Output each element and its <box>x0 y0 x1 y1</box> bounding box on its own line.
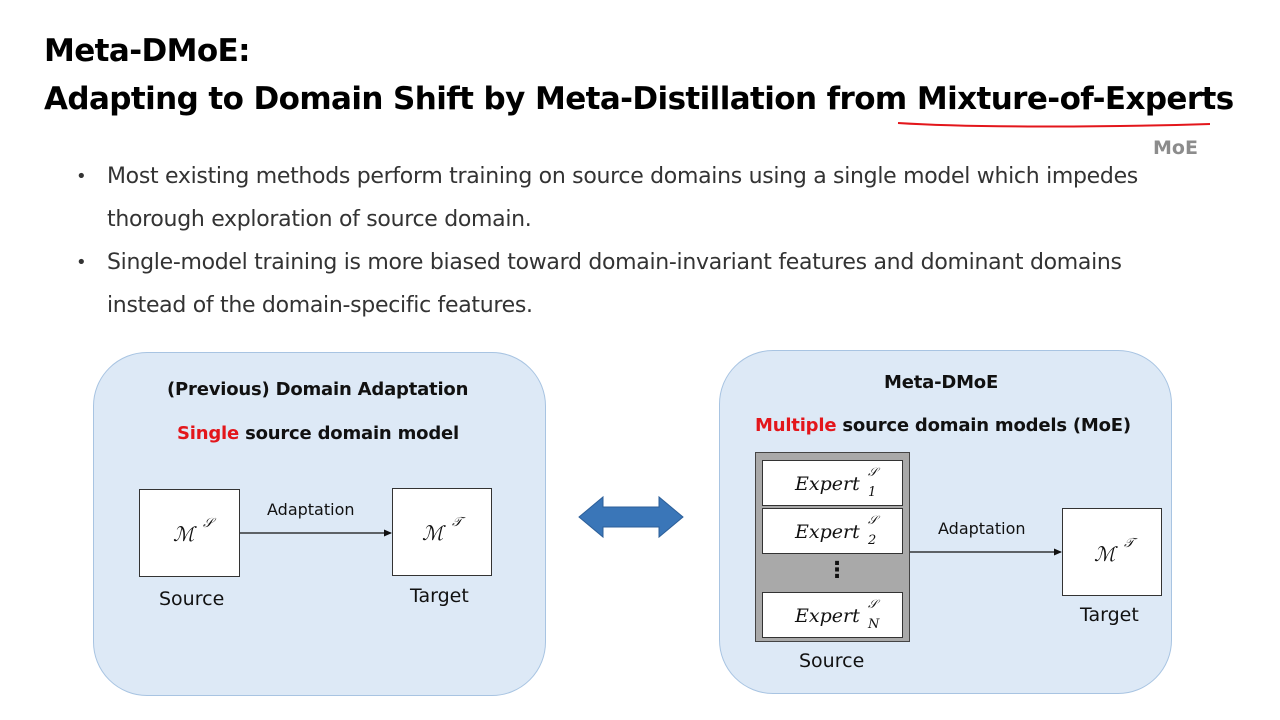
left-source-label: Source <box>159 588 225 610</box>
experts-ellipsis: ⋮ <box>826 558 848 583</box>
bullet-text: Single-model training is more biased tow… <box>107 250 1122 318</box>
expert-box: Expert 𝒮 N <box>762 592 903 638</box>
meta-target-model-box: ℳ 𝒯 <box>1062 508 1162 596</box>
left-panel-heading: (Previous) Domain Adaptation <box>167 379 469 400</box>
expert-superscript: 𝒮 <box>868 513 878 527</box>
left-adaptation-label: Adaptation <box>267 500 355 519</box>
right-adaptation-label: Adaptation <box>938 519 1026 538</box>
target-model-box: ℳ 𝒯 <box>392 488 492 576</box>
expert-superscript: 𝒮 <box>868 597 878 611</box>
multiple-keyword: Multiple <box>755 415 837 436</box>
target-model-superscript: 𝒯 <box>452 515 462 530</box>
bullet-item: • Single-model training is more biased t… <box>76 241 1196 327</box>
bullet-item: • Most existing methods perform training… <box>76 155 1196 241</box>
expert-subscript: N <box>868 617 880 632</box>
title-line-2: Adapting to Domain Shift by Meta-Distill… <box>44 81 1234 117</box>
expert-subscript: 2 <box>868 533 877 548</box>
expert-name: Expert <box>795 473 860 495</box>
source-model-symbol: ℳ <box>173 522 195 546</box>
target-model-symbol: ℳ <box>422 521 444 545</box>
expert-box: Expert 𝒮 1 <box>762 460 903 506</box>
source-model-superscript: 𝒮 <box>203 516 214 531</box>
left-subheading-rest: source domain model <box>239 423 459 444</box>
expert-name: Expert <box>795 521 860 543</box>
expert-superscript: 𝒮 <box>868 465 878 479</box>
left-target-label: Target <box>410 585 469 607</box>
right-panel-subheading: Multiple source domain models (MoE) <box>755 415 1131 436</box>
right-target-label: Target <box>1080 604 1139 626</box>
right-panel-heading: Meta-DMoE <box>884 372 999 393</box>
meta-target-model-superscript: 𝒯 <box>1124 536 1134 551</box>
title-highlight: Mixture-of-Experts <box>916 81 1234 117</box>
expert-box: Expert 𝒮 2 <box>762 508 903 554</box>
title-prefix: Adapting to Domain Shift by Meta-Distill… <box>44 81 917 117</box>
right-source-label: Source <box>799 650 865 672</box>
bullet-dot: • <box>76 166 87 187</box>
meta-target-model-symbol: ℳ <box>1094 542 1116 566</box>
bullet-text: Most existing methods perform training o… <box>107 164 1138 232</box>
source-model-box: ℳ 𝒮 <box>139 489 240 577</box>
right-subheading-rest: source domain models (MoE) <box>836 415 1131 436</box>
title-line-1: Meta-DMoE: <box>44 33 251 69</box>
bullet-list: • Most existing methods perform training… <box>76 155 1196 327</box>
bullet-dot: • <box>76 252 87 273</box>
comparison-double-arrow <box>578 495 684 539</box>
title-red-underline <box>897 122 1211 128</box>
expert-subscript: 1 <box>868 485 877 500</box>
expert-name: Expert <box>795 605 860 627</box>
moe-annotation: MoE <box>1153 137 1198 159</box>
left-panel-subheading: Single source domain model <box>177 423 459 444</box>
single-keyword: Single <box>177 423 240 444</box>
